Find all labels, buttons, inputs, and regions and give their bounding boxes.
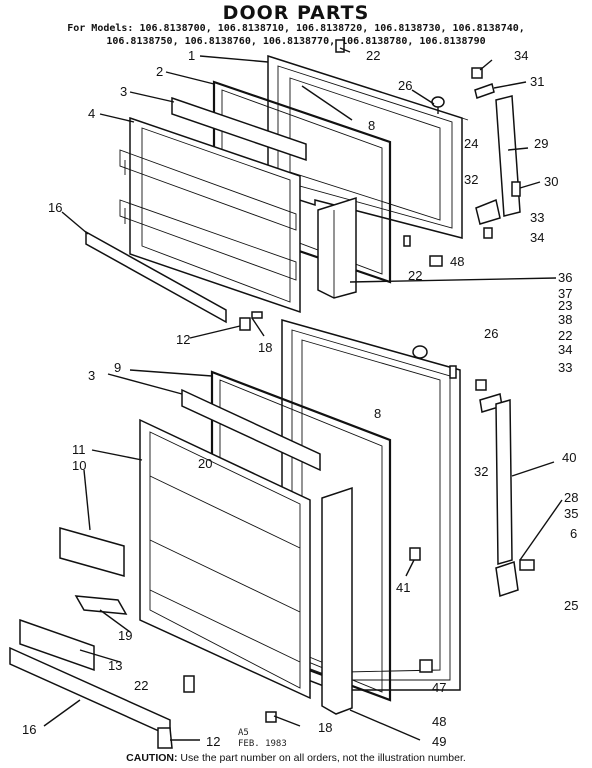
callout-40: 40 — [562, 450, 576, 465]
callout-48b: 48 — [432, 714, 446, 729]
hinge-side-trim — [321, 486, 353, 715]
callout-33b: 33 — [558, 360, 572, 375]
callout-34c: 34 — [558, 342, 572, 357]
callout-10: 10 — [72, 458, 86, 473]
callout-13: 13 — [108, 658, 122, 673]
callout-3b: 3 — [88, 368, 95, 383]
callout-23: 23 — [558, 298, 572, 313]
callout-4: 4 — [88, 106, 95, 121]
callout-19: 19 — [118, 628, 132, 643]
callout-26: 26 — [398, 78, 412, 93]
caution-text: Use the part number on all orders, not t… — [177, 752, 466, 764]
callout-22: 22 — [366, 48, 380, 63]
callout-48: 48 — [450, 254, 464, 269]
callout-numbers: 1 2 3 4 16 8 26 22 34 31 24 29 32 30 33 … — [22, 48, 578, 749]
callout-33: 33 — [530, 210, 544, 225]
callout-31: 31 — [530, 74, 544, 89]
callout-3: 3 — [120, 84, 127, 99]
model-list-line-2: 106.8138750, 106.8138760, 106.8138770, 1… — [106, 36, 486, 47]
callout-22b: 22 — [408, 268, 422, 283]
model-list-line-1: For Models: 106.8138700, 106.8138710, 10… — [67, 23, 525, 34]
callout-16: 16 — [48, 200, 62, 215]
callout-41: 41 — [396, 580, 410, 595]
callout-26b: 26 — [484, 326, 498, 341]
callout-8b: 8 — [374, 406, 381, 421]
stamp-line-2: FEB. 1983 — [238, 739, 287, 749]
callout-38: 38 — [558, 312, 572, 327]
fresh-food-breaker-strip — [181, 388, 321, 472]
freezer-door-liner — [119, 116, 301, 314]
callout-24: 24 — [464, 136, 478, 151]
stamp-line-1: A5 — [238, 728, 249, 738]
callout-35: 35 — [564, 506, 578, 521]
fresh-food-door-liner — [139, 418, 311, 700]
callout-16b: 16 — [22, 722, 36, 737]
caution-label: CAUTION: — [126, 752, 178, 764]
freezer-breaker-strip — [171, 96, 307, 162]
callout-22d: 22 — [134, 678, 148, 693]
callout-49: 49 — [432, 734, 446, 749]
lower-shelf-parts — [9, 345, 535, 749]
callout-leaders — [43, 47, 563, 741]
callout-18: 18 — [258, 340, 272, 355]
revision-stamp: A5 FEB. 1983 — [238, 728, 287, 750]
callout-34: 34 — [514, 48, 528, 63]
callout-37: 37 — [558, 286, 572, 301]
callout-22c: 22 — [558, 328, 572, 343]
callout-32b: 32 — [474, 464, 488, 479]
upper-hardware — [239, 39, 521, 331]
callout-1: 1 — [188, 48, 195, 63]
callout-29: 29 — [534, 136, 548, 151]
callout-36: 36 — [558, 270, 572, 285]
callout-9: 9 — [114, 360, 121, 375]
caution-note: CAUTION: Use the part number on all orde… — [0, 752, 592, 764]
callout-20: 20 — [198, 456, 212, 471]
callout-47: 47 — [432, 680, 446, 695]
center-mullion — [317, 196, 357, 299]
callout-6: 6 — [570, 526, 577, 541]
callout-28: 28 — [564, 490, 578, 505]
callout-12b: 12 — [206, 734, 220, 749]
callout-2: 2 — [156, 64, 163, 79]
callout-32: 32 — [464, 172, 478, 187]
page-title: DOOR PARTS — [222, 2, 370, 24]
callout-30: 30 — [544, 174, 558, 189]
callout-25: 25 — [564, 598, 578, 613]
freezer-shelf-front — [85, 230, 227, 324]
model-list: For Models: 106.8138700, 106.8138710, 10… — [0, 22, 592, 48]
callout-12: 12 — [176, 332, 190, 347]
callout-8: 8 — [368, 118, 375, 133]
callout-34b: 34 — [530, 230, 544, 245]
callout-18b: 18 — [318, 720, 332, 735]
callout-11: 11 — [72, 442, 86, 457]
